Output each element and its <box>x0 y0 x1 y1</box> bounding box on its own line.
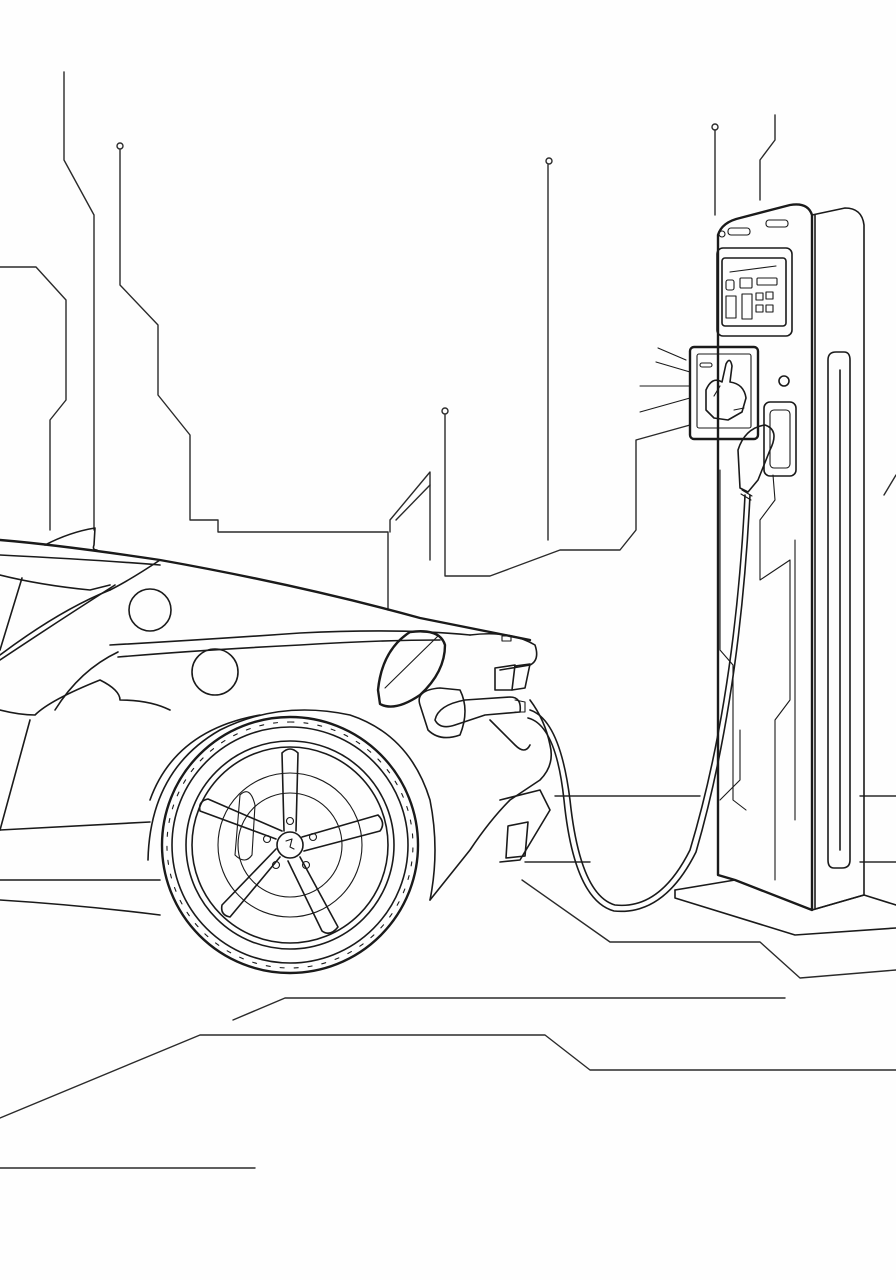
hand-icon <box>705 359 747 421</box>
background-circuit-lines <box>0 71 896 611</box>
indicator-light-icon <box>778 375 790 387</box>
ground-lines <box>0 795 896 1169</box>
tap-ray-icon <box>657 347 687 361</box>
node-dot-icon <box>441 407 449 415</box>
touch-screen <box>688 345 760 441</box>
fuel-cap-icon <box>128 588 172 632</box>
hub-cap-logo-icon <box>276 831 304 859</box>
plug-holster <box>763 401 797 477</box>
charging-cable <box>527 424 775 913</box>
tire <box>160 715 420 975</box>
display-screen <box>716 247 793 337</box>
exhaust-tip <box>505 821 529 859</box>
tap-ray-icon <box>639 397 691 413</box>
charger-handle <box>737 424 775 493</box>
lug-nut-icon <box>271 860 281 870</box>
node-dot-icon <box>116 142 124 150</box>
wheel-spokes <box>198 748 384 935</box>
wheel <box>160 715 420 975</box>
rear-sensor <box>501 635 512 642</box>
charging-station <box>674 203 896 936</box>
charge-port <box>418 687 466 739</box>
node-dot-icon <box>711 123 719 131</box>
charge-port-flap <box>376 630 447 708</box>
tap-ray-icon <box>655 361 691 373</box>
lug-nut-icon <box>301 860 311 870</box>
lug-nut-icon <box>285 816 295 826</box>
lug-nut-icon <box>262 834 272 844</box>
brake-caliper <box>234 791 256 861</box>
lug-nut-icon <box>308 832 318 842</box>
charging-plug <box>434 696 522 728</box>
node-dot-icon <box>545 157 553 165</box>
sports-car <box>0 527 553 916</box>
side-detail-circle <box>191 648 239 696</box>
rim <box>185 740 395 950</box>
touch-panel <box>639 345 760 441</box>
